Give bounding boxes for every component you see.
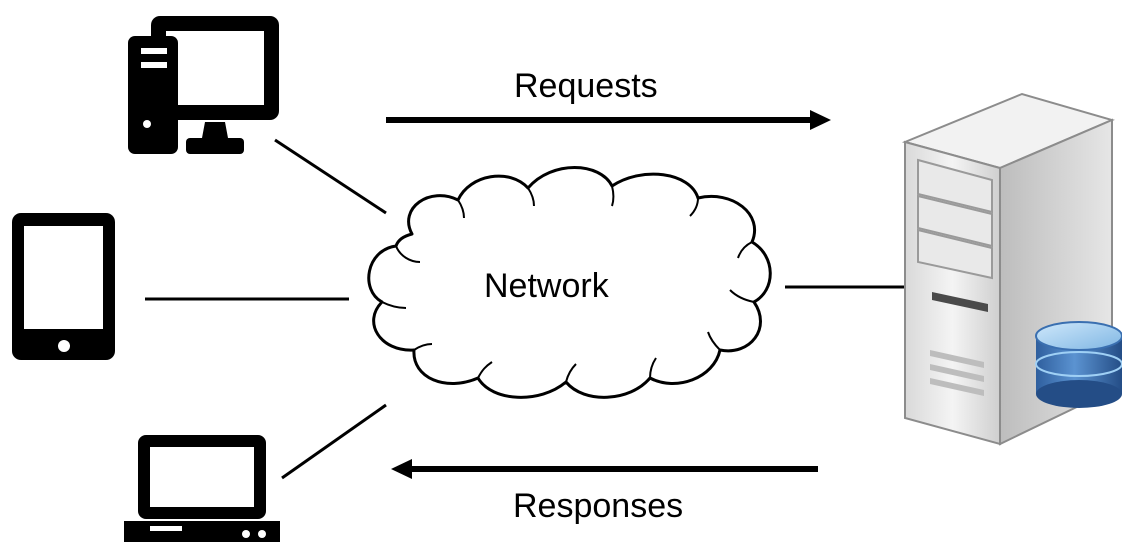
- network-label: Network: [484, 267, 609, 305]
- network-cloud-icon: [367, 166, 772, 399]
- database-icon: [1035, 321, 1122, 408]
- desktop-computer-icon: [128, 16, 279, 154]
- laptop-connection-line: [281, 403, 387, 480]
- laptop-icon: [124, 435, 280, 542]
- tablet-icon: [12, 213, 115, 360]
- responses-label: Responses: [513, 487, 684, 525]
- responses-arrow: [391, 459, 818, 479]
- desktop-connection-line: [274, 138, 387, 215]
- requests-arrow: [386, 110, 831, 130]
- requests-label: Requests: [514, 67, 658, 105]
